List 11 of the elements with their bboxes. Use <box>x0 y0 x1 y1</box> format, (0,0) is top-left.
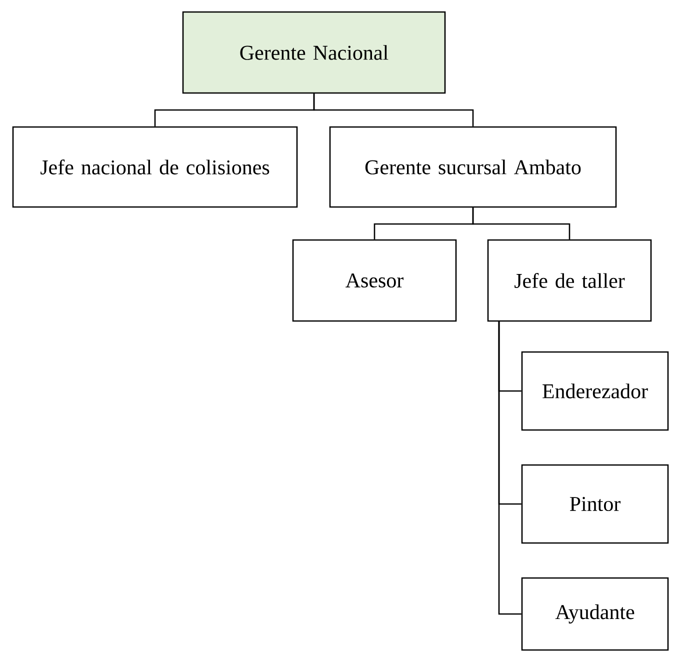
position-box: Enderezador <box>521 351 669 431</box>
position-box: Ayudante <box>521 577 669 651</box>
position-box: Jefe de taller <box>487 239 652 322</box>
position-box: Jefe nacional de colisiones <box>12 126 298 208</box>
position-box: Gerente sucursal Ambato <box>329 126 617 208</box>
connector-line <box>498 322 522 615</box>
top-box: Gerente Nacional <box>182 11 446 94</box>
connector-line <box>313 94 474 126</box>
position-box: Asesor <box>292 239 457 322</box>
position-box: Pintor <box>521 464 669 544</box>
connector-line <box>472 208 570 240</box>
